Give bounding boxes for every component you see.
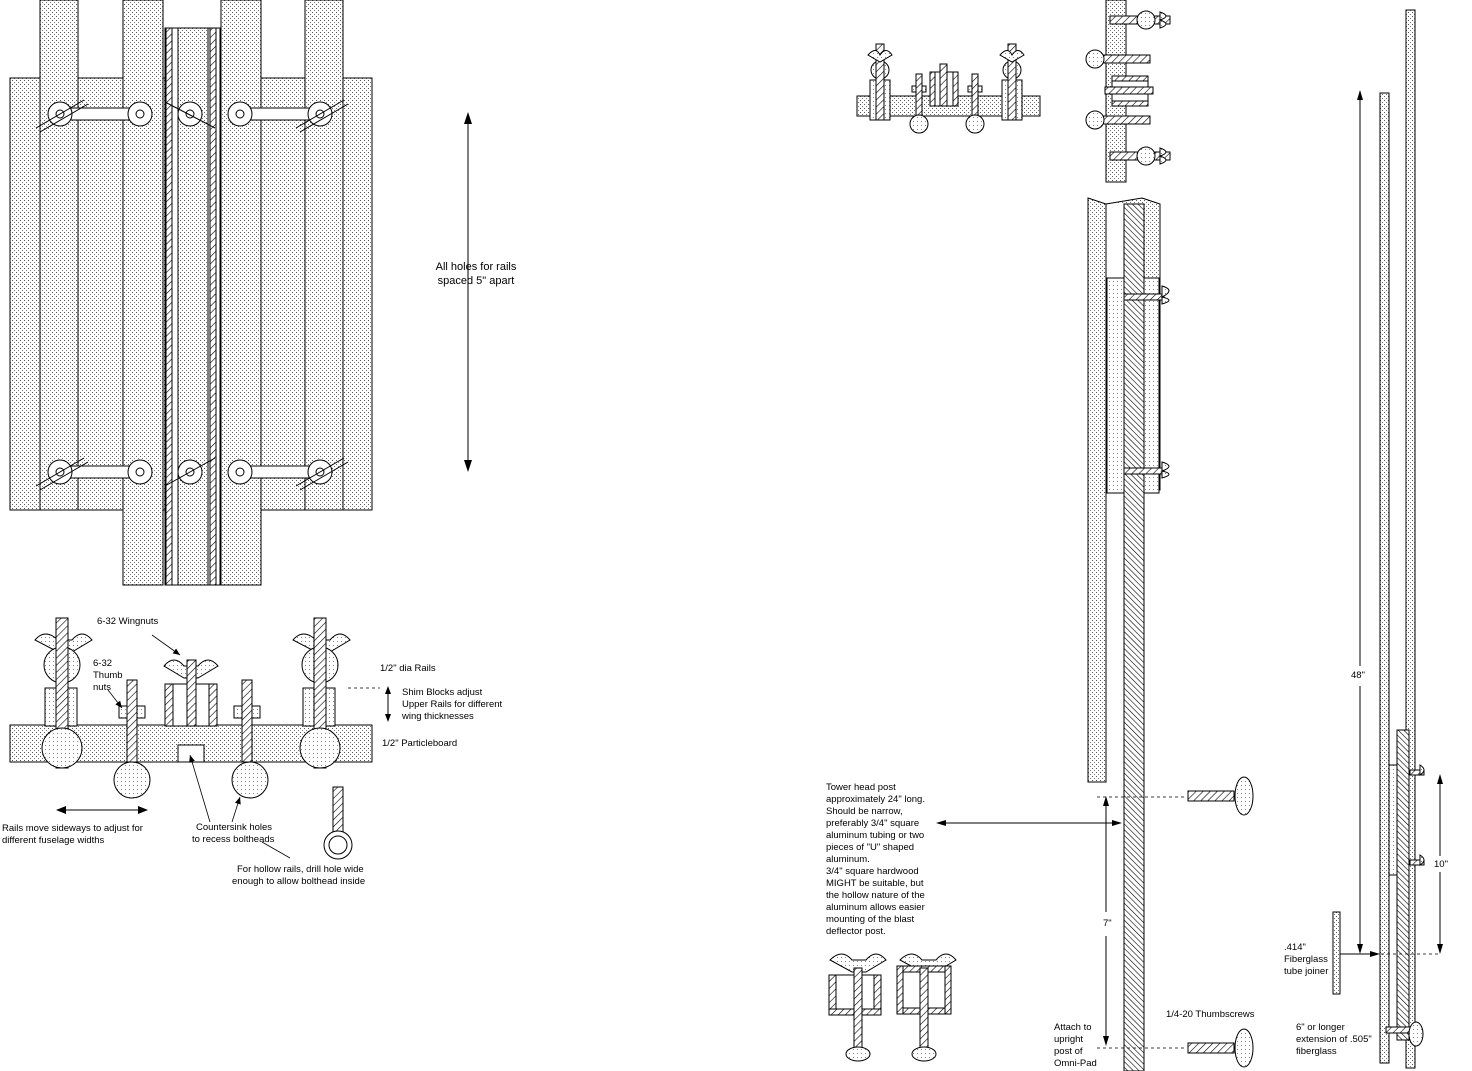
joiner-label-2: Fiberglass (1284, 954, 1328, 965)
svg-text:Should be narrow,: Should be narrow, (826, 806, 903, 817)
thumbscrew-lower (1187, 1028, 1254, 1068)
rotated-end-view (1085, 0, 1171, 183)
rail-left (39, 0, 79, 511)
hollow-rails-label-2: enough to allow bolthead inside (232, 876, 365, 887)
extension-tube (1396, 729, 1410, 1041)
side-section-jig (9, 617, 391, 860)
shim-blocks-label-3: wing thicknesses (401, 711, 474, 722)
fiberglass-posts (1332, 9, 1425, 1069)
attach-label-2: upright (1054, 1034, 1083, 1045)
tower-head-note: Tower head post approximately 24" long. … (826, 782, 925, 937)
particleboard-label: 1/2" Particleboard (382, 738, 457, 749)
rail-center-right (220, 0, 262, 586)
upright-post (1123, 203, 1145, 1071)
center-bar-right-hatch (209, 27, 217, 586)
svg-text:preferably 3/4" square: preferably 3/4" square (826, 818, 919, 829)
countersink-label-1: Countersink holes (196, 822, 272, 833)
attach-label-4: Omni-Pad (1054, 1058, 1097, 1069)
svg-text:aluminum allows easier: aluminum allows easier (826, 902, 925, 913)
spacing-arrow-top (464, 112, 472, 124)
svg-text:Tower head post: Tower head post (826, 782, 896, 793)
svg-text:pieces of "U" shaped: pieces of "U" shaped (826, 842, 914, 853)
ten-inch-label: 10" (1434, 859, 1448, 870)
tower-head-assembly (1087, 197, 1170, 1071)
channel-detail (828, 953, 957, 1062)
joiner-label-1: .414" (1284, 942, 1306, 953)
tower-head-post (1087, 197, 1107, 783)
countersink-label-2: to recess boltheads (192, 834, 275, 845)
thumb-nuts-label-3: nuts (93, 682, 111, 693)
rails-spacing-label-1: All holes for rails (436, 261, 517, 273)
rails-spacing-label-2: spaced 5" apart (438, 275, 515, 287)
small-end-view (856, 43, 1041, 134)
spacing-arrow-bottom (464, 460, 472, 472)
rails-move-label-2: different fuselage widths (2, 835, 105, 846)
shim-blocks-label-1: Shim Blocks adjust (402, 687, 483, 698)
center-bar-left-hatch (165, 27, 173, 586)
rail-center-left (122, 0, 164, 586)
svg-text:aluminum tubing or two: aluminum tubing or two (826, 830, 924, 841)
svg-text:mounting of the blast: mounting of the blast (826, 914, 915, 925)
extension-label-2: extension of .505" (1296, 1034, 1372, 1045)
svg-text:the hollow nature of the: the hollow nature of the (826, 890, 925, 901)
shim-blocks-label-2: Upper Rails for different (402, 699, 503, 710)
top-view-jig (9, 0, 373, 586)
dia-rails-label: 1/2" dia Rails (380, 663, 436, 674)
thumbscrews-label: 1/4-20 Thumbscrews (1166, 1009, 1255, 1020)
svg-text:aluminum.: aluminum. (826, 854, 870, 865)
forty-eight-label: 48" (1351, 670, 1365, 681)
hollow-rails-label-1: For hollow rails, drill hole wide (237, 864, 364, 875)
svg-text:MIGHT be suitable, but: MIGHT be suitable, but (826, 878, 924, 889)
extension-label-3: fiberglass (1296, 1046, 1337, 1057)
svg-text:3/4" square hardwood: 3/4" square hardwood (826, 866, 919, 877)
rails-move-label-1: Rails move sideways to adjust for (2, 823, 143, 834)
hole-markers (47, 101, 333, 485)
top-wingnut-wings (35, 99, 349, 491)
joiner-label-3: tube joiner (1284, 966, 1328, 977)
svg-text:deflector post.: deflector post. (826, 926, 886, 937)
extension-label-1: 6" or longer (1296, 1022, 1345, 1033)
attach-label-3: post of (1054, 1046, 1083, 1057)
thumbscrew-upper (1187, 776, 1254, 816)
svg-text:approximately 24" long.: approximately 24" long. (826, 794, 925, 805)
seven-inch-label: 7" (1103, 918, 1112, 929)
thumb-nuts-label-2: Thumb (93, 670, 123, 681)
rail-right (304, 0, 344, 511)
tall-post (1405, 9, 1416, 1069)
main-post (1379, 92, 1390, 1064)
attach-label-1: Attach to (1054, 1022, 1092, 1033)
wingnuts-label: 6-32 Wingnuts (97, 616, 159, 627)
joiner-tube (1332, 911, 1341, 995)
thumb-nuts-label-1: 6-32 (93, 658, 112, 669)
